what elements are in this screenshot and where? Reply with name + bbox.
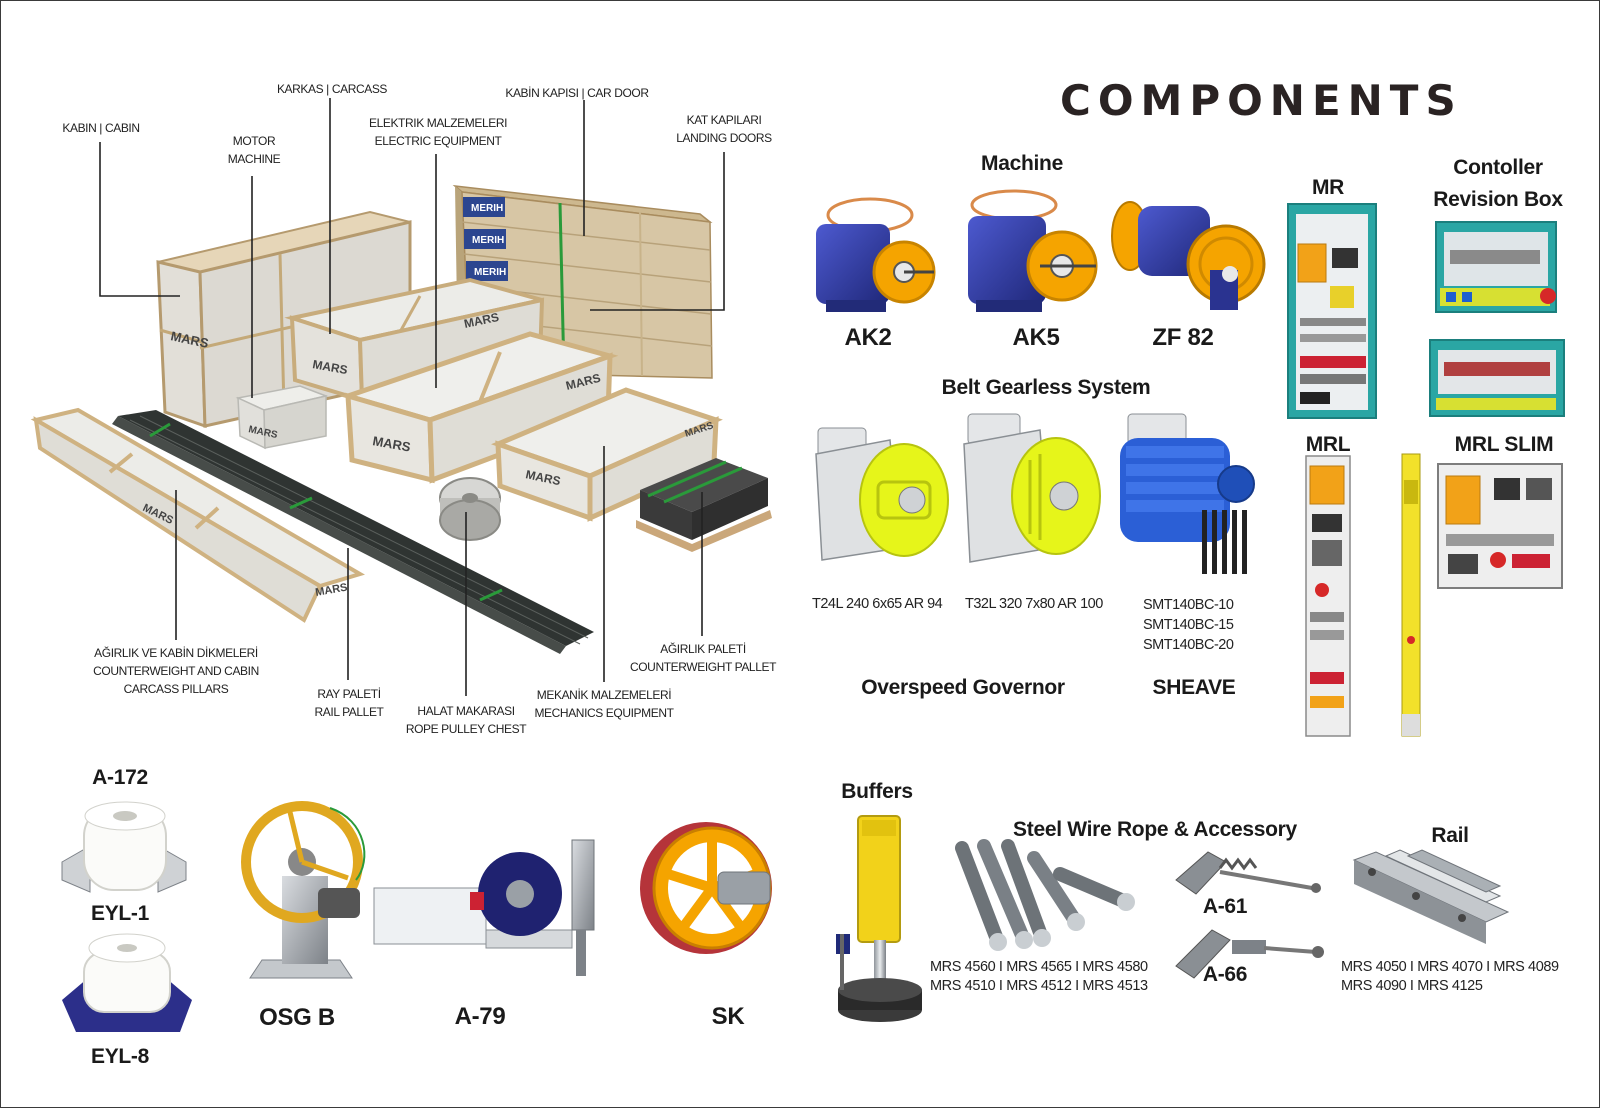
motor-box: MARS bbox=[235, 385, 329, 450]
callout-car-door: KABİN KAPISI | CAR DOOR bbox=[505, 86, 649, 100]
mechanics-crate: MARS MARS bbox=[491, 387, 723, 522]
panel-mrl-slim bbox=[1437, 463, 1563, 589]
svg-text:MERIH: MERIH bbox=[472, 235, 504, 246]
svg-text:MARS: MARS bbox=[371, 433, 412, 454]
label-eyl1: EYL-1 bbox=[90, 902, 150, 925]
belt-smt140bc bbox=[1120, 413, 1255, 574]
governor-osgb bbox=[241, 801, 366, 979]
rope-pulley-reel bbox=[439, 477, 501, 541]
crate-brand-merih: MERIH bbox=[471, 203, 503, 214]
panel-mrl bbox=[1305, 455, 1351, 737]
belt-model-t32l: T32L 320 7x80 AR 100 bbox=[965, 596, 1103, 612]
machine-label-ak2: AK2 bbox=[844, 324, 892, 351]
panel-slim-strip bbox=[1401, 453, 1421, 737]
panel-mr bbox=[1287, 203, 1377, 419]
governor-a79 bbox=[373, 839, 595, 976]
sheave-heading: SHEAVE bbox=[1152, 676, 1236, 699]
callout-lines bbox=[99, 98, 725, 696]
label-buffers: Buffers bbox=[841, 780, 913, 803]
rail-pallet bbox=[112, 410, 594, 654]
label-sk: SK bbox=[711, 1003, 745, 1030]
label-eyl8: EYL-8 bbox=[90, 1045, 150, 1068]
buffer-a172 bbox=[61, 801, 187, 893]
rope-clamp-a66 bbox=[1175, 929, 1324, 979]
callout-carcass: KARKAS | CARCASS bbox=[276, 82, 388, 96]
panel-mrl-label: MRL bbox=[1305, 433, 1351, 456]
poster-title: COMPONENTS bbox=[1060, 76, 1463, 125]
steel-wire-ropes bbox=[955, 839, 1135, 951]
callout-cabin: KABIN | CABIN bbox=[62, 121, 140, 135]
machine-heading: Machine bbox=[981, 152, 1063, 175]
belt-t32l bbox=[963, 413, 1101, 563]
belt-t24l bbox=[815, 427, 949, 561]
buffer-hydraulic bbox=[836, 815, 922, 1022]
label-a61: A-61 bbox=[1202, 895, 1248, 918]
counterweight-pallet bbox=[636, 458, 772, 552]
svg-text:MARS: MARS bbox=[314, 582, 348, 599]
belt-heading: Belt Gearless System bbox=[941, 376, 1151, 399]
label-a79: A-79 bbox=[454, 1003, 506, 1030]
machine-zf82 bbox=[1111, 201, 1266, 310]
panel-mrl-slim-label: MRL SLIM bbox=[1454, 433, 1554, 456]
machine-ak5 bbox=[968, 189, 1098, 312]
label-osgb: OSG B bbox=[259, 1004, 335, 1031]
label-rail: Rail bbox=[1431, 824, 1469, 847]
rope-clamp-a61 bbox=[1175, 851, 1321, 895]
buffer-eyl8 bbox=[62, 933, 192, 1032]
label-a66: A-66 bbox=[1202, 963, 1248, 986]
machine-label-ak5: AK5 bbox=[1012, 324, 1060, 351]
label-a172: A-172 bbox=[92, 766, 148, 789]
revision-box-1 bbox=[1435, 221, 1557, 313]
overspeed-governor-heading: Overspeed Governor bbox=[861, 676, 1065, 699]
panel-mr-label: MR bbox=[1311, 176, 1345, 199]
rail-profiles bbox=[1352, 849, 1510, 944]
belt-model-t24l: T24L 240 6x65 AR 94 bbox=[812, 596, 943, 612]
revision-box-2 bbox=[1429, 339, 1565, 417]
machine-ak2 bbox=[816, 197, 936, 312]
machine-label-zf82: ZF 82 bbox=[1152, 324, 1214, 351]
crate-scene: MARS MERIH MERIH MERIH MERIH bbox=[30, 98, 772, 696]
label-steel-wire-rope: Steel Wire Rope & Accessory bbox=[1013, 818, 1297, 841]
svg-text:MARS: MARS bbox=[311, 357, 348, 377]
svg-text:MERIH: MERIH bbox=[474, 267, 506, 278]
pillars-crate: MARS MARS bbox=[30, 407, 365, 623]
sheave-sk bbox=[640, 822, 772, 954]
electric-crate: MARS MARS bbox=[339, 331, 619, 484]
